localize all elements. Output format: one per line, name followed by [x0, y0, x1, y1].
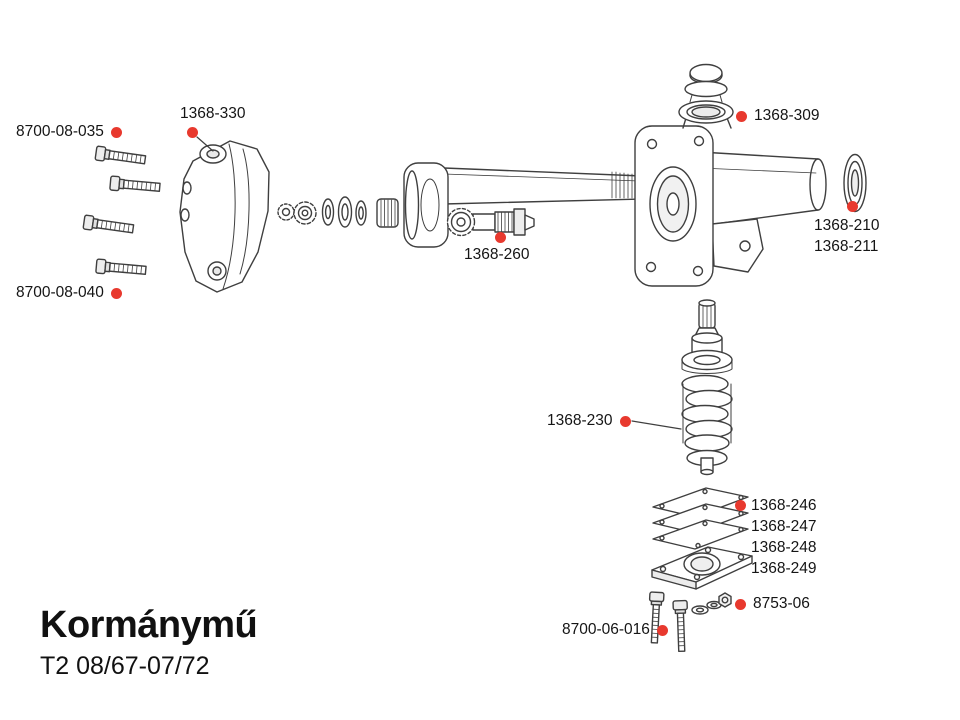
part-label-1368-330[interactable]: 1368-330 — [180, 104, 246, 124]
part-label-8700-06-016[interactable]: 8700-06-016 — [562, 620, 668, 640]
cover-bolts — [82, 145, 162, 278]
adjuster-screw — [446, 207, 535, 237]
part-number[interactable]: 1368-230 — [547, 412, 613, 429]
end-cover — [651, 546, 753, 590]
leader-line-1368-230 — [631, 420, 682, 430]
side-cover — [179, 140, 270, 293]
part-number[interactable]: 8700-06-016 — [562, 621, 650, 638]
part-marker-dot[interactable] — [656, 624, 668, 636]
part-marker-dot[interactable] — [736, 110, 747, 122]
part-number[interactable]: 1368-248 — [751, 539, 817, 556]
part-label-8700-08-040[interactable]: 8700-08-040 — [16, 283, 122, 303]
part-number[interactable]: 1368-260 — [464, 246, 530, 263]
part-marker-dot[interactable] — [187, 127, 198, 138]
part-marker-dot[interactable] — [847, 201, 858, 212]
part-number[interactable]: 1368-211 — [814, 238, 879, 255]
part-number[interactable]: 1368-309 — [754, 107, 820, 124]
gasket-set — [652, 487, 749, 550]
part-number[interactable]: 1368-330 — [180, 105, 246, 122]
part-marker-dot[interactable] — [110, 126, 122, 138]
part-label-1368-309[interactable]: 1368-309 — [736, 106, 820, 126]
part-marker-dot[interactable] — [110, 287, 122, 299]
page-title: Kormánymű — [40, 604, 258, 646]
leader-line-1368-330 — [196, 136, 214, 152]
part-label-1368-260[interactable]: 1368-260 — [464, 245, 530, 265]
cover-fasteners — [646, 591, 732, 653]
part-marker-dot[interactable] — [619, 415, 631, 427]
washers-and-gears — [277, 196, 399, 228]
worm-shaft — [681, 299, 733, 476]
part-label-1368-246-249[interactable]: 1368-246 1368-247 1368-248 1368-249 — [751, 495, 817, 579]
part-marker-dot[interactable] — [735, 598, 746, 610]
part-number[interactable]: 1368-247 — [751, 518, 817, 535]
steering-gear-housing — [634, 63, 827, 287]
part-label-8700-08-035[interactable]: 8700-08-035 — [16, 122, 122, 142]
part-label-8753-06[interactable]: 8753-06 — [735, 594, 810, 614]
part-number[interactable]: 1368-210 — [814, 217, 880, 234]
part-number[interactable]: 1368-249 — [751, 560, 817, 577]
part-marker-dot[interactable] — [735, 500, 746, 511]
page-subtitle: T2 08/67-07/72 — [40, 652, 210, 680]
steering-column-tube — [443, 167, 643, 205]
title-block: Kormánymű T2 08/67-07/72 — [40, 604, 258, 681]
tube-end-housing — [403, 162, 449, 248]
part-marker-dot[interactable] — [495, 232, 506, 243]
part-number[interactable]: 8753-06 — [753, 595, 810, 612]
part-label-1368-210-211[interactable]: 1368-210 1368-211 — [814, 215, 880, 257]
part-number[interactable]: 8700-08-035 — [16, 123, 104, 140]
part-label-1368-230[interactable]: 1368-230 — [547, 411, 631, 431]
part-number[interactable]: 1368-246 — [751, 497, 817, 514]
part-number[interactable]: 8700-08-040 — [16, 284, 104, 301]
